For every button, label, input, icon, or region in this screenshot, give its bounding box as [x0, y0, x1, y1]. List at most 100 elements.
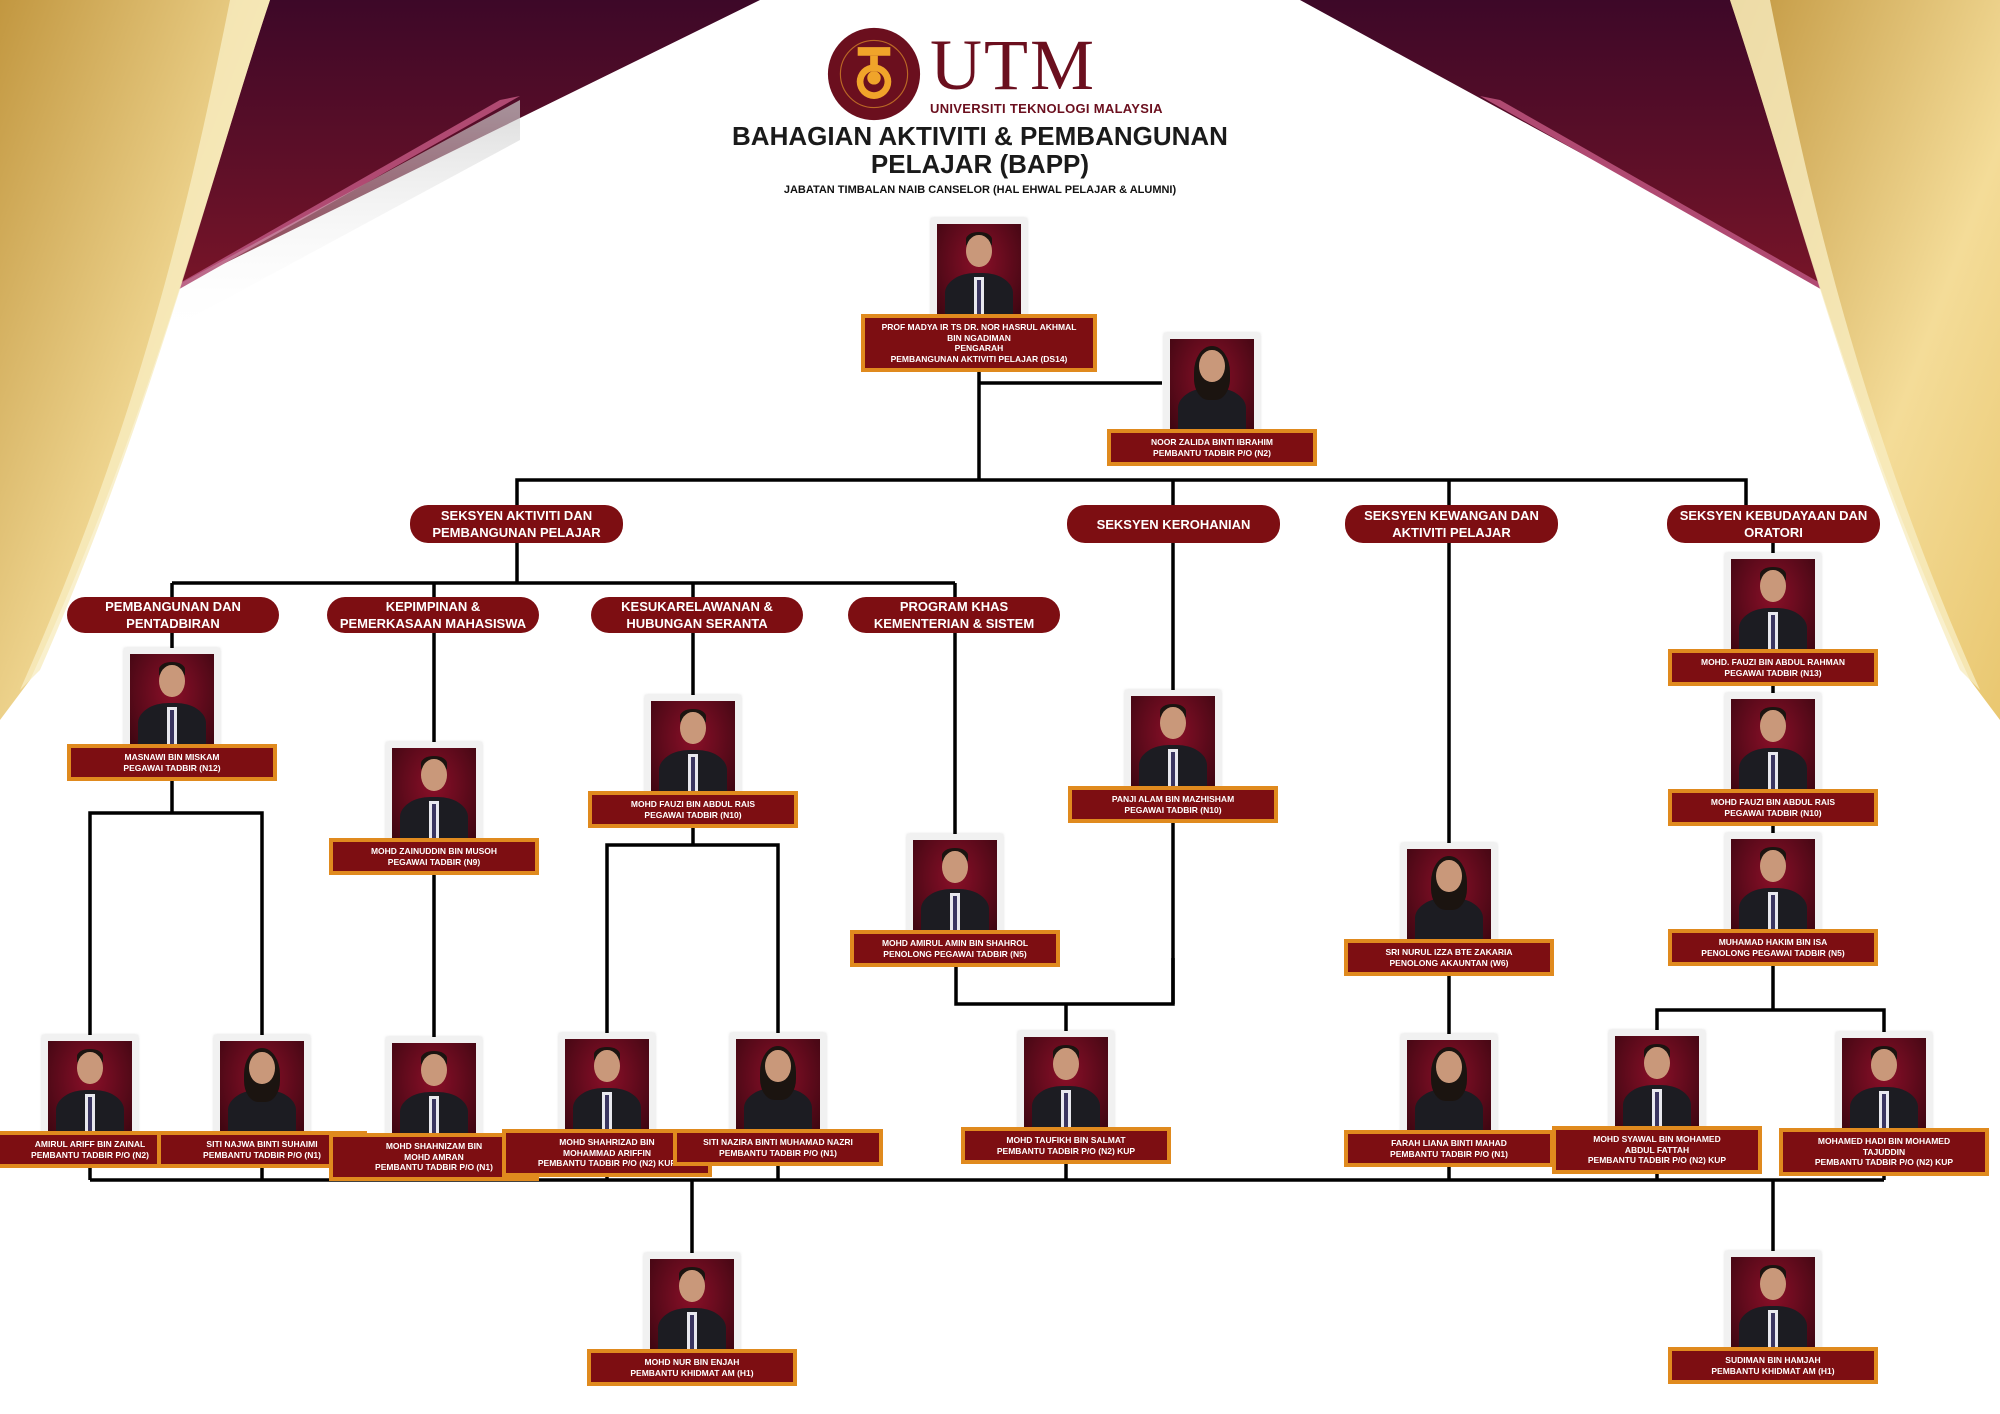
staff-label-line: PEGAWAI TADBIR (N10) [644, 809, 742, 820]
staff-photo [730, 1033, 826, 1133]
staff-label-line: MOHD AMRAN [404, 1151, 464, 1162]
unit-label-line: PENTADBIRAN [126, 616, 220, 631]
staff-photo [907, 834, 1003, 934]
staff-label-line: NOOR ZALIDA BINTI IBRAHIM [1151, 437, 1273, 447]
page-subtitle: JABATAN TIMBALAN NAIB CANSELOR (HAL EHWA… [783, 184, 1177, 196]
staff-label-line: PENOLONG PEGAWAI TADBIR (N5) [883, 948, 1027, 959]
staff-photo [1164, 333, 1260, 433]
staff-photo [1725, 693, 1821, 793]
section-label-line: PEMBANGUNAN PELAJAR [432, 525, 601, 540]
staff-label-line: SITI NAJWA BINTI SUHAIMI [206, 1139, 318, 1149]
section-aktiviti-pembangunan: SEKSYEN AKTIVITI DAN PEMBANGUNAN PELAJAR [410, 505, 623, 543]
staff-label-line: PENOLONG PEGAWAI TADBIR (N5) [1701, 947, 1845, 958]
staff-label-line: PANJI ALAM BIN MAZHISHAM [1111, 794, 1235, 804]
staff-photo [124, 648, 220, 748]
staff-label-line: PEMBANTU TADBIR P/O (N1) [375, 1162, 493, 1172]
staff-label-line: MOHD FAUZI BIN ABDUL RAIS [1710, 797, 1836, 807]
section-label-line: SEKSYEN AKTIVITI DAN [440, 508, 593, 523]
section-label-line: SEKSYEN KEBUDAYAAN DAN [1679, 508, 1868, 523]
staff-label-line: SUDIMAN BIN HAMJAH [1725, 1355, 1821, 1365]
staff-label-line: MOHD SHAHNIZAM BIN [385, 1141, 483, 1151]
staff-label-line: FARAH LIANA BINTI MAHAD [1391, 1138, 1507, 1148]
page-title-line-2: PELAJAR (BAPP) [870, 149, 1090, 179]
staff-label-line: MOHD NUR BIN ENJAH [644, 1357, 740, 1367]
staff-photo [559, 1033, 655, 1133]
staff-label-line: MOHD AMIRUL AMIN BIN SHAHROL [881, 938, 1029, 948]
staff-label-line: MOHAMED HADI BIN MOHAMED [1817, 1136, 1951, 1146]
staff-label-line: PEMBANGUNAN AKTIVITI PELAJAR (DS14) [890, 353, 1068, 364]
staff-label-line: PEMBANTU TADBIR P/O (N2) KUP [1814, 1157, 1954, 1167]
page-title-line-1: BAHAGIAN AKTIVITI & PEMBANGUNAN [732, 121, 1228, 151]
staff-photo [1125, 690, 1221, 790]
staff-label-line: PEGAWAI TADBIR (N10) [1124, 804, 1222, 815]
staff-photo [1725, 553, 1821, 653]
staff-label-line: PEMBANTU KHIDMAT AM (H1) [1711, 1365, 1835, 1376]
utm-wordmark-subtitle: UNIVERSITI TEKNOLOGI MALAYSIA [930, 100, 1163, 116]
staff-photo [1725, 833, 1821, 933]
staff-label-line: MOHAMMAD ARIFFIN [563, 1147, 651, 1158]
staff-label-line: PENGARAH [954, 343, 1004, 353]
staff-photo [1401, 843, 1497, 943]
staff-label-line: TAJUDDIN [1862, 1146, 1906, 1157]
curtain-maroon-left-edge [150, 96, 520, 300]
utm-crest-icon [827, 27, 921, 121]
staff-label-line: PEMBANTU TADBIR P/O (N1) [719, 1147, 837, 1158]
staff-label-line: PROF MADYA IR TS DR. NOR HASRUL AKHMAL [881, 322, 1077, 332]
unit-label-line: KEPIMPINAN & [385, 599, 481, 614]
staff-label-line: PEMBANTU TADBIR P/O (N2) [31, 1149, 149, 1160]
staff-label-line: PEMBANTU TADBIR P/O (N2) [1153, 447, 1271, 458]
staff-label-line: MUHAMAD HAKIM BIN ISA [1718, 937, 1828, 947]
staff-label-line: MOHD. FAUZI BIN ABDUL RAHMAN [1700, 657, 1846, 667]
staff-label-line: SITI NAZIRA BINTI MUHAMAD NAZRI [703, 1137, 853, 1147]
staff-photo [645, 695, 741, 795]
staff-photo [1609, 1030, 1705, 1130]
section-label-line: AKTIVITI PELAJAR [1392, 525, 1511, 540]
staff-label-line: SRI NURUL IZZA BTE ZAKARIA [1385, 947, 1513, 957]
unit-label-line: KEMENTERIAN & SISTEM [873, 616, 1035, 631]
staff-photo [1725, 1251, 1821, 1351]
section-kewangan-aktiviti: SEKSYEN KEWANGAN DAN AKTIVITI PELAJAR [1345, 505, 1558, 543]
staff-label-line: MOHD SHAHRIZAD BIN [559, 1137, 655, 1147]
staff-photo [386, 742, 482, 842]
page-title: BAHAGIAN AKTIVITI & PEMBANGUNAN PELAJAR … [700, 122, 1260, 178]
staff-label-line: PEGAWAI TADBIR (N12) [123, 762, 221, 773]
staff-photo [386, 1037, 482, 1137]
section-label-line: SEKSYEN KEWANGAN DAN [1364, 508, 1539, 523]
section-label-line: ORATORI [1744, 525, 1803, 540]
staff-label-line: PEMBANTU TADBIR P/O (N1) [1390, 1148, 1508, 1159]
staff-label-line: PEGAWAI TADBIR (N13) [1724, 667, 1822, 678]
section-kebudayaan-oratori: SEKSYEN KEBUDAYAAN DAN ORATORI [1667, 505, 1880, 543]
staff-photo [42, 1035, 138, 1135]
unit-label-line: HUBUNGAN SERANTA [626, 616, 768, 631]
staff-label-line: PEGAWAI TADBIR (N9) [387, 856, 481, 867]
staff-label-line: PEGAWAI TADBIR (N10) [1724, 807, 1822, 818]
staff-label-line: PEMBANTU KHIDMAT AM (H1) [630, 1367, 754, 1378]
utm-wordmark: UTM [930, 24, 1096, 105]
staff-label-line: PEMBANTU TADBIR P/O (N2) KUP [1587, 1155, 1727, 1165]
staff-label-line: PENOLONG AKAUNTAN (W6) [1389, 957, 1509, 968]
staff-label-line: ABDUL FATTAH [1624, 1144, 1690, 1155]
utm-logo: UTM UNIVERSITI TEKNOLOGI MALAYSIA [826, 26, 1163, 122]
section-kerohanian: SEKSYEN KEROHANIAN [1067, 505, 1280, 543]
